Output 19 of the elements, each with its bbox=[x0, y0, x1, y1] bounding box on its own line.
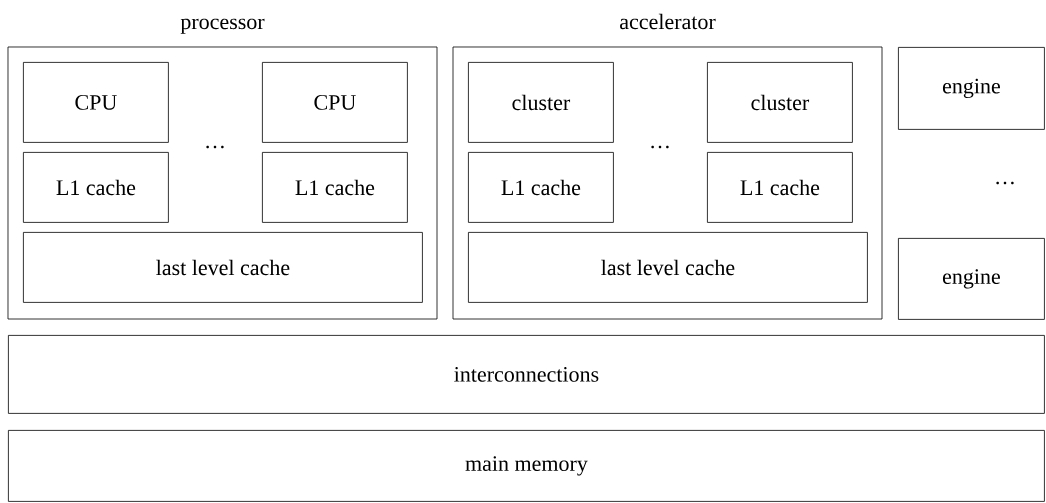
ellipsis: … bbox=[651, 145, 669, 149]
component-box: last level cache bbox=[23, 232, 423, 303]
component-box: last level cache bbox=[468, 232, 868, 303]
component-box: L1 cache bbox=[262, 152, 408, 223]
ellipsis: … bbox=[996, 181, 1014, 185]
component-box: cluster bbox=[468, 62, 614, 143]
component-box: L1 cache bbox=[468, 152, 614, 223]
component-box: L1 cache bbox=[23, 152, 169, 223]
component-box: engine bbox=[898, 238, 1045, 320]
component-box: L1 cache bbox=[707, 152, 853, 223]
node-label: processor bbox=[180, 18, 265, 34]
ellipsis: … bbox=[206, 145, 224, 149]
component-box: main memory bbox=[8, 430, 1045, 502]
component-box: engine bbox=[898, 47, 1045, 130]
component-box: CPU bbox=[262, 62, 408, 143]
node-label: accelerator bbox=[620, 13, 716, 30]
component-box: interconnections bbox=[8, 335, 1045, 414]
component-box: cluster bbox=[707, 62, 853, 143]
component-box: CPU bbox=[23, 62, 169, 143]
